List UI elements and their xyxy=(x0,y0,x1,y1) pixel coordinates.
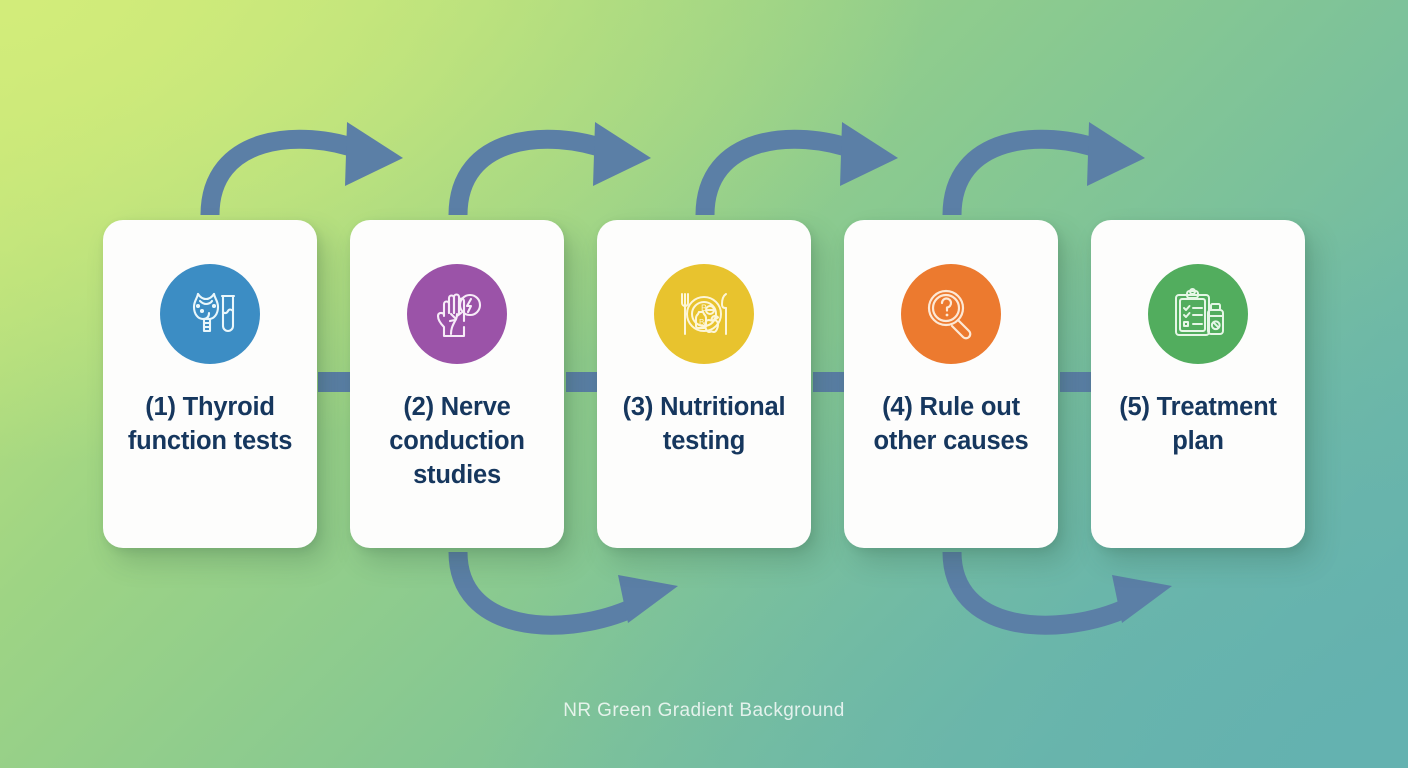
step-card-label-5: (5) Treatment plan xyxy=(1119,393,1277,455)
step-icon-circle-4 xyxy=(901,264,1001,364)
process-steps-row: (1) Thyroid function tests (2) Nerve con… xyxy=(0,220,1408,550)
magnifier-question-mark-icon xyxy=(927,289,972,340)
step-icon-circle-3: B B xyxy=(654,264,754,364)
plate-fork-knife-vitamins-icon: B B xyxy=(681,293,727,335)
step-icon-circle-1 xyxy=(160,264,260,364)
curved-arrow-bottom-1 xyxy=(448,551,678,635)
svg-text:B: B xyxy=(701,303,707,313)
step-card-thyroid-function-tests[interactable]: (1) Thyroid function tests xyxy=(103,220,317,548)
svg-text:B: B xyxy=(699,318,704,327)
step-icon-circle-2 xyxy=(407,264,507,364)
step-card-nerve-conduction-studies[interactable]: (2) Nerve conduction studies xyxy=(350,220,564,548)
clipboard-checklist-medicine-icon xyxy=(1175,288,1224,336)
curved-arrow-top-2 xyxy=(448,122,651,216)
curved-arrows-top xyxy=(200,122,1145,216)
step-card-label-4: (4) Rule out other causes xyxy=(873,393,1029,455)
curved-arrow-bottom-2 xyxy=(942,551,1172,635)
step-card-label-1: (1) Thyroid function tests xyxy=(127,393,293,455)
step-card-treatment-plan[interactable]: (5) Treatment plan xyxy=(1091,220,1305,548)
background-caption: NR Green Gradient Background xyxy=(563,700,845,721)
step-card-label-2: (2) Nerve conduction studies xyxy=(389,393,525,489)
curved-arrow-top-3 xyxy=(695,122,898,216)
curved-arrow-top-4 xyxy=(942,122,1145,216)
hand-nerve-lightning-icon xyxy=(436,293,482,338)
step-card-rule-out-other-causes[interactable]: (4) Rule out other causes xyxy=(844,220,1058,548)
curved-arrow-top-1 xyxy=(200,122,403,216)
curved-arrows-bottom xyxy=(448,551,1172,635)
thyroid-test-tube-icon xyxy=(192,292,236,333)
step-card-label-3: (3) Nutritional testing xyxy=(622,393,786,455)
step-icon-circle-5 xyxy=(1148,264,1248,364)
step-card-nutritional-testing[interactable]: B B (3) Nutritional testing xyxy=(597,220,811,548)
